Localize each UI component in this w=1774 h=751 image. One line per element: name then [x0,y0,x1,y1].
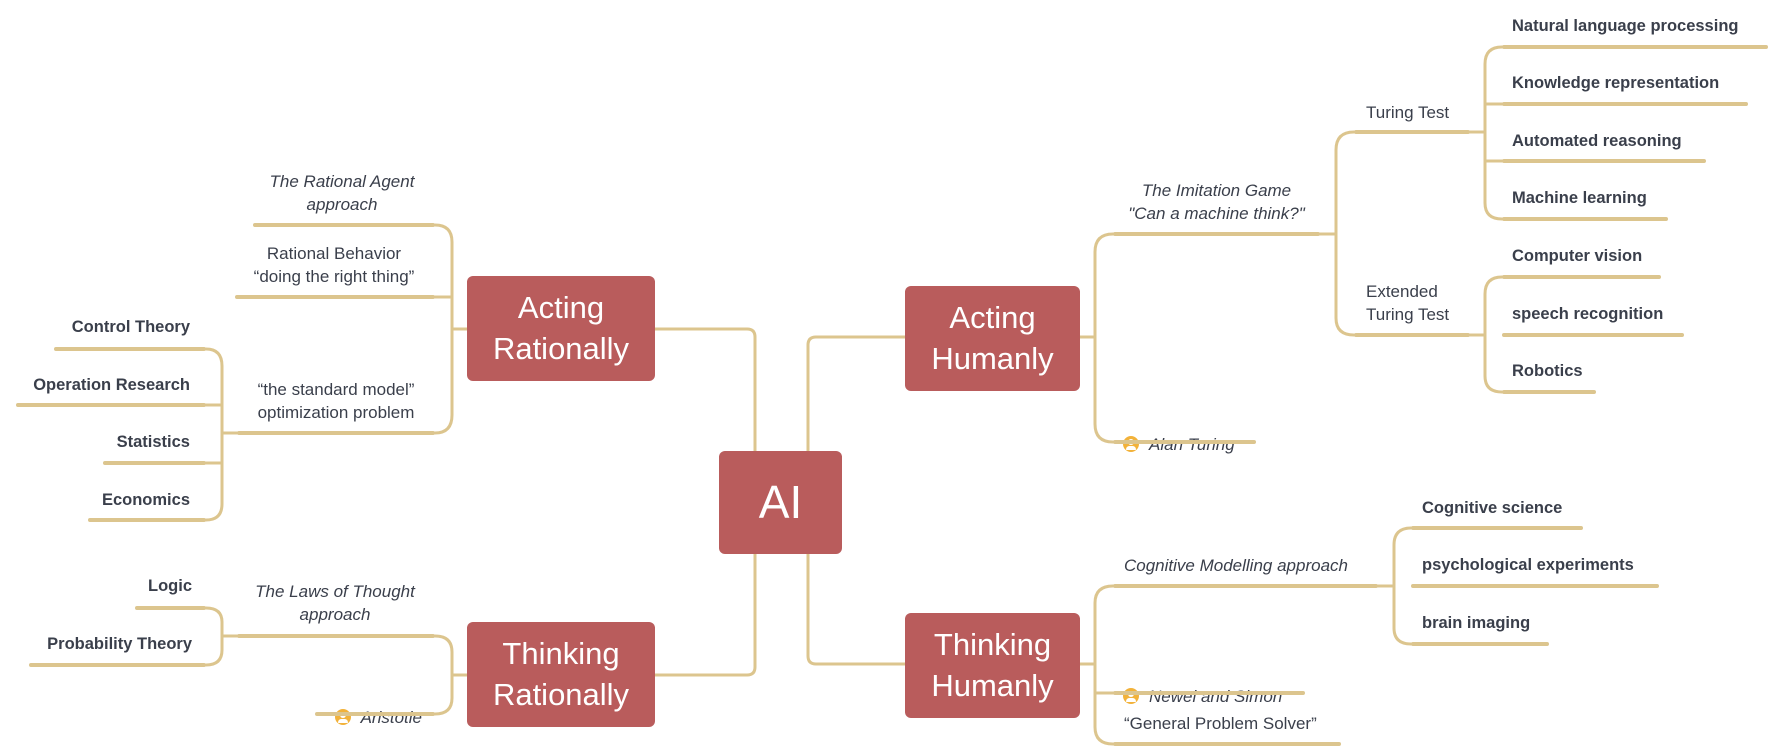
item-brain-imaging[interactable]: brain imaging [1422,614,1531,632]
field-control-theory[interactable]: Control Theory [71,318,190,336]
item-speech-recognition[interactable]: speech recognition [1512,305,1664,323]
person-icon [1123,436,1139,453]
rational-agent-approach[interactable]: The Rational Agent approach [269,172,415,215]
item-machine-learning[interactable]: Machine learning [1512,189,1647,207]
field-economics[interactable]: Economics [101,491,190,509]
item-robotics[interactable]: Robotics [1512,362,1583,380]
underline-psychological-experiments [1411,584,1659,588]
imitation-game[interactable]: The Imitation Game "Can a machine think?… [1128,181,1305,224]
person-aristotle[interactable]: Aristotle [300,683,422,730]
item-knowledge-representation[interactable]: Knowledge representation [1512,74,1720,92]
item-computer-vision[interactable]: Computer vision [1512,247,1643,265]
underline-cognitive-modelling [1113,584,1378,588]
underline-newel-simon [1113,691,1305,695]
underline-operation-research [16,403,206,407]
person-alan-turing[interactable]: Alan Turing [1123,410,1283,457]
underline-nlp [1502,45,1768,49]
item-automated-reasoning[interactable]: Automated reasoning [1512,132,1682,150]
underline-laws-of-thought [237,634,435,638]
underline-speech-recognition [1502,333,1684,337]
node-thinking-humanly[interactable]: Thinking Humanly [905,613,1080,718]
field-operation-research[interactable]: Operation Research [33,376,190,394]
underline-probability-theory [29,663,206,667]
underline-knowledge-representation [1502,102,1748,106]
node-acting-humanly[interactable]: Acting Humanly [905,286,1080,391]
item-natural-language-processing[interactable]: Natural language processing [1512,17,1739,35]
underline-rational-agent [253,223,435,227]
underline-brain-imaging [1411,642,1549,646]
item-cognitive-science[interactable]: Cognitive science [1422,499,1563,517]
item-psychological-experiments[interactable]: psychological experiments [1422,556,1634,574]
underline-control-theory [54,347,206,351]
underline-aristotle [315,712,435,716]
cognitive-modelling-approach[interactable]: Cognitive Modelling approach [1124,556,1348,575]
node-thinking-rationally[interactable]: Thinking Rationally [467,622,655,727]
underline-robotics [1502,390,1596,394]
root-node-ai[interactable]: AI [719,451,842,554]
extended-turing-test[interactable]: Extended Turing Test [1366,282,1450,325]
underline-economics [88,518,206,522]
underline-standard-model [237,431,435,435]
underline-turing-test [1354,130,1470,134]
underline-machine-learning [1502,217,1668,221]
field-logic[interactable]: Logic [148,577,192,595]
node-acting-rationally[interactable]: Acting Rationally [467,276,655,381]
laws-of-thought-approach[interactable]: The Laws of Thought approach [255,582,415,625]
rational-behavior[interactable]: Rational Behavior “doing the right thing… [253,244,415,287]
underline-general-problem-solver [1113,742,1341,746]
turing-test[interactable]: Turing Test [1366,103,1450,122]
standard-model[interactable]: “the standard model” optimization proble… [257,380,415,423]
underline-logic [135,606,206,610]
underline-alan-turing [1113,440,1256,444]
alan-turing-label: Alan Turing [1149,435,1235,455]
underline-statistics [103,461,206,465]
field-probability-theory[interactable]: Probability Theory [47,635,192,653]
underline-automated-reasoning [1502,159,1706,163]
underline-imitation-game [1113,232,1320,236]
underline-extended-test [1354,333,1470,337]
person-newel-and-simon[interactable]: Newel and Simon [1123,662,1323,709]
general-problem-solver[interactable]: “General Problem Solver” [1124,714,1317,733]
field-statistics[interactable]: Statistics [116,433,190,451]
underline-cognitive-science [1411,526,1583,530]
underline-computer-vision [1502,275,1661,279]
underline-rational-behavior [235,295,435,299]
